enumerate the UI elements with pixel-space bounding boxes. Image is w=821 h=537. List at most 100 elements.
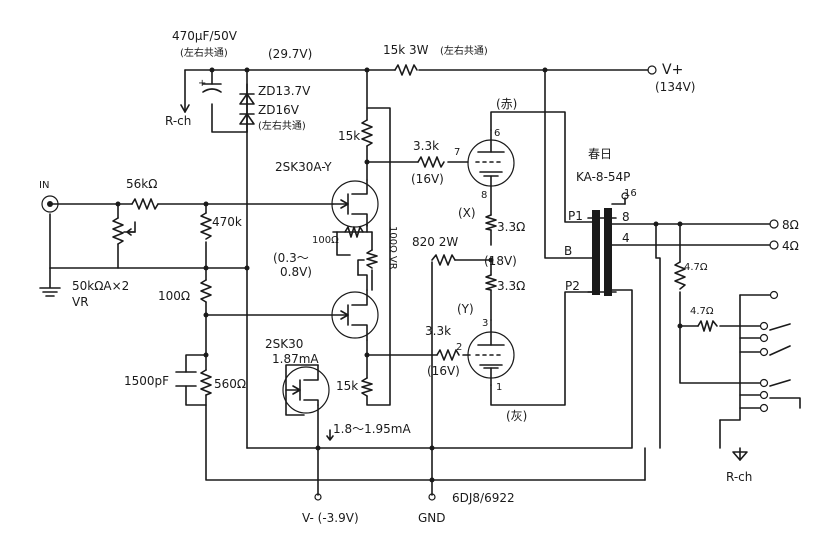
terminal-4-ohm <box>769 240 779 250</box>
resistor-100-ohm-ladder <box>200 279 212 303</box>
label-kasuga: 春日 <box>588 147 612 161</box>
resistor-4-7-ohm-a <box>674 261 686 290</box>
label-r820: 820 2W <box>412 235 458 249</box>
label-x-node: (X) <box>458 206 476 220</box>
label-r3k3-bot: 3.3k <box>425 324 451 338</box>
label-fet-b: 2SK30 <box>265 337 303 351</box>
label-tube: 6DJ8/6922 <box>452 491 515 505</box>
label-pin2: 2 <box>456 342 462 353</box>
label-y-node: (Y) <box>457 302 474 316</box>
label-r33-x: 3.3Ω <box>497 220 525 234</box>
svg-text:+: + <box>198 78 206 89</box>
volume-pot <box>112 217 136 245</box>
label-fet-a: 2SK30A-Y <box>275 160 332 174</box>
label-i-range: 1.8～1.95mA <box>333 422 411 436</box>
fet-2sk30a-y <box>331 179 379 228</box>
label-r100-mid: 100Ω <box>158 289 190 303</box>
resistor-560-ohm <box>200 369 212 396</box>
label-pin6: 6 <box>494 128 500 139</box>
resistor-15k-3w <box>394 64 418 76</box>
label-vr50k-1: 50kΩA×2 <box>72 279 129 293</box>
arrow-icon-current <box>326 429 334 441</box>
label-vplus: V+ <box>662 62 683 78</box>
label-r470k: 470k <box>212 215 242 229</box>
label-p2: P2 <box>565 279 580 293</box>
label-r33-y: 3.3Ω <box>497 279 525 293</box>
resistor-820-2w <box>431 254 456 266</box>
terminal-vplus <box>647 65 657 75</box>
tube-section-bottom <box>467 319 515 386</box>
label-r56k: 56kΩ <box>126 177 157 191</box>
label-v-29-7: (29.7V) <box>268 47 312 61</box>
label-rch-top: R-ch <box>165 114 191 128</box>
label-v-range-2: 0.8V) <box>280 265 312 279</box>
label-r-15k-3w: 15k 3W <box>383 43 429 57</box>
label-in: IN <box>39 180 49 191</box>
resistor-470k <box>200 212 212 240</box>
ground-icon-input <box>39 267 61 297</box>
output-transformer <box>587 208 617 296</box>
label-v16-top: (16V) <box>411 172 444 186</box>
label-rch-bot: R-ch <box>726 470 752 484</box>
label-idss: 1.87mA <box>272 352 319 366</box>
resistor-15k-bottom <box>361 377 373 397</box>
label-r560: 560Ω <box>214 377 246 391</box>
label-t8: 8 <box>622 210 630 224</box>
label-r3k3-top: 3.3k <box>413 139 439 153</box>
label-b: B <box>564 244 572 258</box>
input-jack-icon <box>41 195 59 213</box>
capacitor-470uf: + <box>198 78 222 93</box>
label-cap1500: 1500pF <box>124 374 169 388</box>
label-out4: 4Ω <box>782 239 799 253</box>
terminal-8-ohm <box>769 219 779 229</box>
speaker-jack-terminals <box>759 290 801 413</box>
label-r15k-bot: 15k <box>336 379 358 393</box>
label-out8: 8Ω <box>782 218 799 232</box>
label-r100-vr: 100Ω <box>312 235 339 246</box>
label-r47-a: 4.7Ω <box>684 262 708 273</box>
fet-2sk30-current-source <box>282 364 330 414</box>
label-zd2: ZD16V <box>258 103 300 117</box>
resistor-3-3-ohm-x <box>485 214 497 231</box>
arrow-icon-rch-top <box>180 104 190 113</box>
label-v134: (134V) <box>655 80 695 94</box>
label-pin8: 8 <box>481 190 487 201</box>
label-pin7: 7 <box>454 147 460 158</box>
junction-dots <box>115 67 683 483</box>
label-red: (赤) <box>496 97 517 111</box>
terminal-vminus <box>314 493 322 501</box>
label-lr-common-1: (左右共通) <box>180 46 228 59</box>
label-pin16: 16 <box>624 188 637 199</box>
fet-lower-cascode <box>331 289 379 341</box>
label-gnd: GND <box>418 511 446 525</box>
label-lr-common-3: (左右共通) <box>440 44 488 57</box>
label-vr100: 100Ω VR <box>387 226 398 270</box>
capacitor-1500pf <box>175 371 197 387</box>
label-ka854p: KA-8-54P <box>576 170 630 184</box>
resistor-4-7-ohm-b <box>697 320 718 332</box>
label-zd1: ZD13.7V <box>258 84 311 98</box>
label-v16-bot: (16V) <box>427 364 460 378</box>
label-lr-common-2: (左右共通) <box>258 119 306 132</box>
label-cap-top: 470μF/50V <box>172 29 238 43</box>
zener-13-7v <box>239 93 255 105</box>
label-r47-b: 4.7Ω <box>690 306 714 317</box>
resistor-3-3-ohm-y <box>485 274 497 291</box>
label-vr50k-2: VR <box>72 295 89 309</box>
resistor-3k3-bottom <box>436 349 460 361</box>
label-v18: (18V) <box>484 254 517 268</box>
label-pin1: 1 <box>496 382 502 393</box>
label-p1: P1 <box>568 209 583 223</box>
terminal-gnd <box>428 493 436 501</box>
label-r15k-top: 15k <box>338 129 360 143</box>
ground-icon-rch <box>732 451 748 461</box>
terminal-pin16 <box>621 192 629 200</box>
trim-pot-100-ohm <box>357 249 378 276</box>
tube-section-top <box>467 139 515 187</box>
label-v-range-1: (0.3～ <box>273 251 309 265</box>
zener-16v <box>239 113 255 125</box>
label-pin3: 3 <box>482 318 488 329</box>
label-vminus: V- (-3.9V) <box>302 511 359 525</box>
label-t4: 4 <box>622 231 630 245</box>
